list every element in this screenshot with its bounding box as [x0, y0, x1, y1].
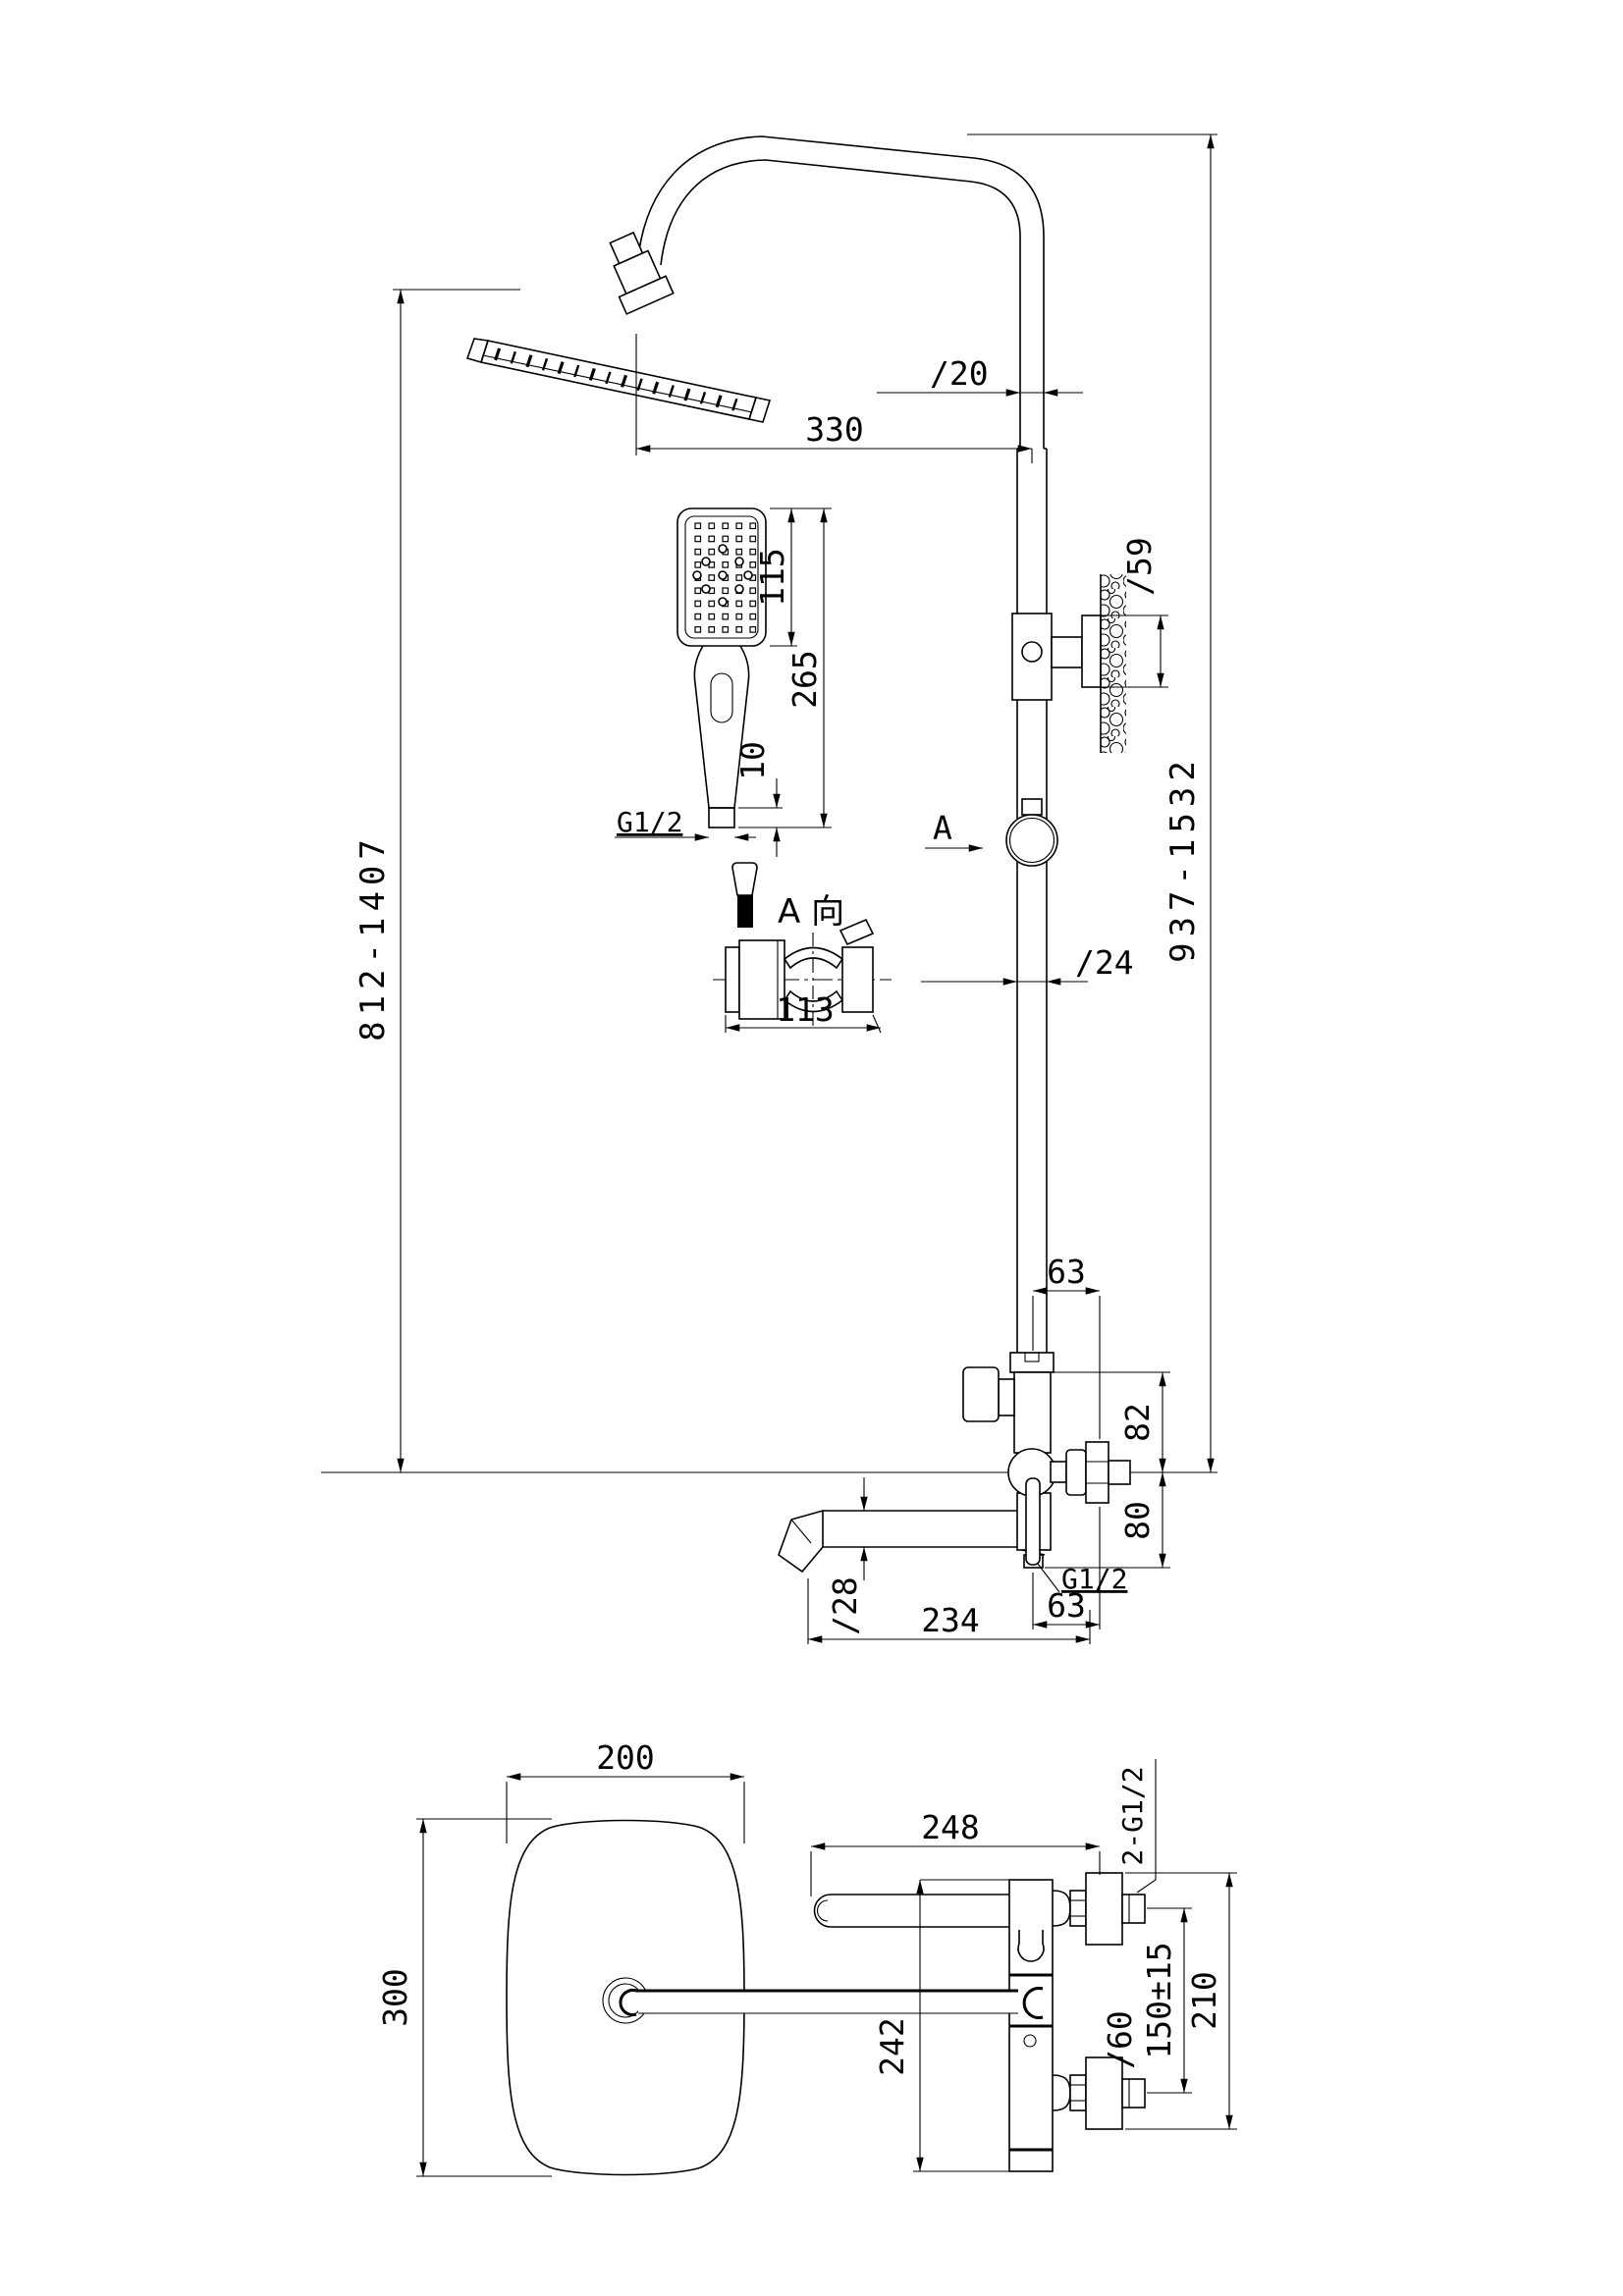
dim-handshower-length: 265	[738, 508, 832, 828]
dim-handshower-width-label: 115	[753, 548, 791, 607]
wall-union	[1108, 1460, 1131, 1485]
wall-hatch	[1101, 574, 1126, 753]
handshower-holder-clip	[1017, 1930, 1045, 1962]
dim-inlet-flange-label: ∕60	[1101, 2010, 1139, 2069]
dim-inlet-spacing: 150±15	[1140, 1907, 1192, 2094]
bracket-detail: 113	[713, 918, 892, 1034]
dim-head-height-label: 812-1407	[353, 833, 393, 1041]
riser-pipe	[1016, 448, 1048, 1353]
dim-valve-above-center: 82	[1053, 1371, 1170, 1472]
dim-bracket-width: 113	[725, 990, 882, 1034]
plan-view: 200 300 248 242 2-G1/2	[376, 1738, 1237, 2177]
spout-joint-plan	[1022, 1987, 1044, 2019]
dim-arm-tube-label: ∕20	[930, 354, 989, 393]
temperature-knob	[1065, 1449, 1087, 1496]
wall-bracket: ∕59	[1011, 537, 1168, 753]
inlet-threads-label: 2-G1/2	[1116, 1766, 1149, 1865]
dim-handshower-thread: G1/2	[615, 806, 756, 841]
dim-column-height-label: 937-1532	[1163, 755, 1203, 963]
mixer-valve	[962, 1352, 1131, 1569]
shower-arm	[609, 135, 1045, 449]
dim-valve-offset-bottom-label: 63	[1047, 1586, 1086, 1625]
diverter-knob-stem	[998, 1378, 1015, 1416]
dim-head-depth-label: 300	[376, 1968, 414, 2027]
section-view-title: A 向	[778, 892, 844, 932]
hose-outlet-thread-label-group: G1/2	[1037, 1563, 1127, 1595]
dim-valve-offset-top: 63	[1032, 1253, 1101, 1439]
dim-column-height: 937-1532	[967, 133, 1217, 1472]
dim-spout-reach-plan: 248	[810, 1808, 1101, 1896]
dim-arm-reach: 330	[635, 334, 1033, 463]
dim-head-width: 200	[506, 1738, 745, 1843]
plan-valve-column	[1008, 1879, 1054, 2172]
dim-head-height: 812-1407	[353, 289, 520, 1472]
valve-handle	[1025, 1477, 1041, 1566]
overhead-shower-head	[465, 338, 772, 423]
plan-inlet-top	[1052, 1872, 1146, 1946]
head-nozzle-ticks	[494, 347, 738, 411]
dim-head-width-label: 200	[596, 1738, 655, 1777]
dim-spout-diameter-label: ∕28	[826, 1576, 864, 1635]
slider-ring: A	[925, 798, 1058, 867]
hose-connector	[731, 862, 758, 928]
hand-shower-nozzles	[692, 522, 757, 633]
dim-arm-tube: ∕20	[877, 354, 1083, 397]
dim-spout-reach-label: 234	[921, 1601, 980, 1639]
dim-inlet-spacing-label: 150±15	[1140, 1942, 1178, 2058]
dim-valve-height-label: 210	[1185, 1971, 1223, 2030]
plan-arm-pipe	[602, 1977, 1044, 2024]
dim-handshower-thread-label: G1/2	[617, 806, 682, 838]
dim-wall-flange-label: ∕59	[1120, 537, 1159, 596]
dim-arm-reach-label: 330	[805, 410, 864, 449]
front-view: ∕59 A ∕24 ∕20	[321, 133, 1217, 1644]
section-arrow-letter: A	[933, 809, 952, 847]
inlet-threads-label-group: 2-G1/2	[1116, 1759, 1157, 1894]
tub-spout	[778, 1509, 1017, 1574]
dim-arm-to-inlet-label: 242	[873, 2017, 911, 2076]
arm-elbow-joint	[609, 231, 675, 315]
diverter-knob	[962, 1366, 1000, 1422]
dim-handshower-length-label: 265	[785, 650, 824, 709]
plan-spout	[813, 1894, 1009, 1928]
dim-spout-reach: 234	[807, 1578, 1091, 1644]
dim-bracket-width-label: 113	[776, 990, 835, 1029]
dim-handshower-outlet-label: 10	[733, 741, 772, 780]
dim-handshower-outlet: 10	[733, 741, 783, 857]
arm-elbow-plan	[619, 1989, 637, 2016]
dim-valve-offset-top-label: 63	[1047, 1253, 1086, 1291]
hose-outlet-thread-label: G1/2	[1061, 1563, 1127, 1595]
dim-valve-below-center: 80	[1045, 1472, 1170, 1569]
dim-pipe-diameter: ∕24	[921, 943, 1134, 986]
plan-inlet-bottom	[1052, 2056, 1146, 2130]
dim-valve-offset-bottom: 63	[1032, 1507, 1101, 1629]
dim-head-depth: 300	[376, 1818, 552, 2177]
dim-arm-to-inlet: 242	[873, 1879, 1009, 2172]
dim-valve-above-center-label: 82	[1118, 1403, 1157, 1442]
dim-handshower-width: 115	[753, 507, 832, 647]
dim-spout-reach-plan-label: 248	[921, 1808, 980, 1846]
dim-spout-diameter: ∕28	[826, 1477, 868, 1635]
hand-shower: 115 265 10 G1/2	[615, 507, 832, 928]
dim-wall-flange: ∕59	[1101, 537, 1168, 688]
dim-valve-height: 210	[1125, 1872, 1237, 2130]
dim-pipe-diameter-label: ∕24	[1075, 943, 1134, 982]
dim-valve-below-center-label: 80	[1118, 1501, 1157, 1540]
